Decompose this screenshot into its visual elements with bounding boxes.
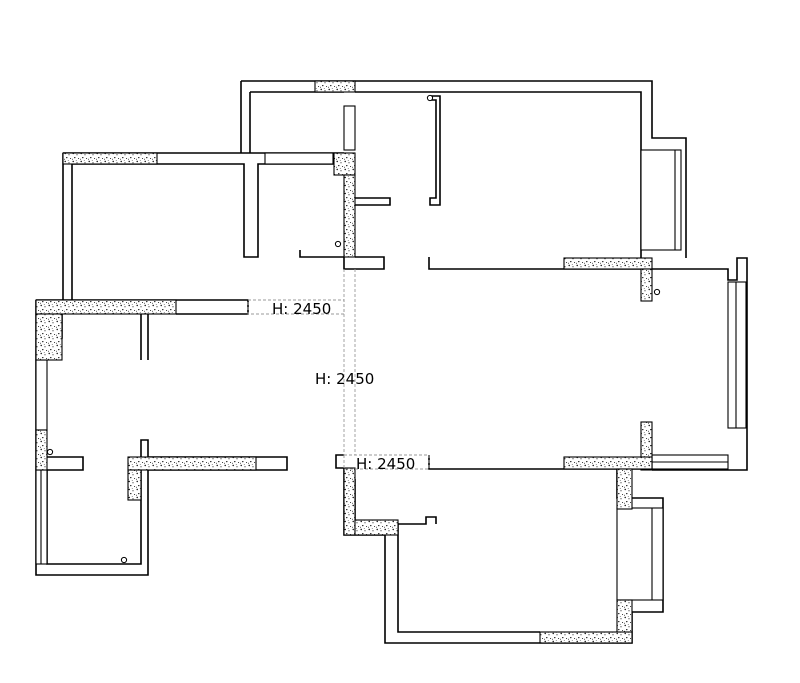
dimension-label-top-left: H: 2450 bbox=[272, 300, 331, 318]
central-walls bbox=[335, 256, 748, 471]
south-room-walls bbox=[343, 468, 664, 644]
upper-left-room-walls bbox=[62, 152, 391, 300]
ceiling-height-reference-lines bbox=[247, 269, 430, 470]
fixture-markers bbox=[46, 94, 661, 564]
north-room-walls bbox=[240, 80, 687, 258]
concrete-walls bbox=[35, 80, 653, 644]
west-room-walls bbox=[35, 299, 288, 576]
dimension-label-bottom-center: H: 2450 bbox=[356, 455, 415, 473]
dimension-label-center: H: 2450 bbox=[315, 370, 374, 388]
